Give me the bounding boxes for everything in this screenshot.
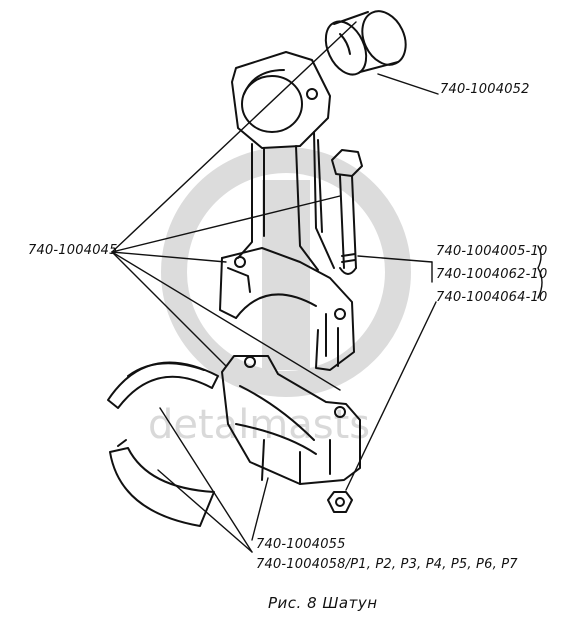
label-bearing-shell: 740-1004055 [256,537,346,552]
watermark-text: detalmasts [148,402,371,448]
small-end-bushing [324,10,407,76]
connecting-rod-body [219,51,355,371]
bearing-shell-lower [109,439,215,527]
label-bearing-shell-repair: 740-1004058/Р1, Р2, Р3, Р4, Р5, Р6, Р7 [256,557,518,572]
bearing-cap [221,355,361,485]
label-bushing: 740-1004052 [440,82,530,97]
label-brace [537,245,543,299]
label-bolt: 740-1004005-10 [436,244,548,259]
bearing-shell-upper [107,361,219,409]
label-nut: 740-1004062-10 [436,267,548,282]
rod-bolt [331,149,363,275]
label-washer: 740-1004064-10 [436,290,548,305]
figure-caption: Рис. 8 Шатун [268,594,378,612]
rod-nut [327,491,353,513]
leader-lines [111,21,439,553]
label-rod-assembly: 740-1004045 [28,243,118,258]
